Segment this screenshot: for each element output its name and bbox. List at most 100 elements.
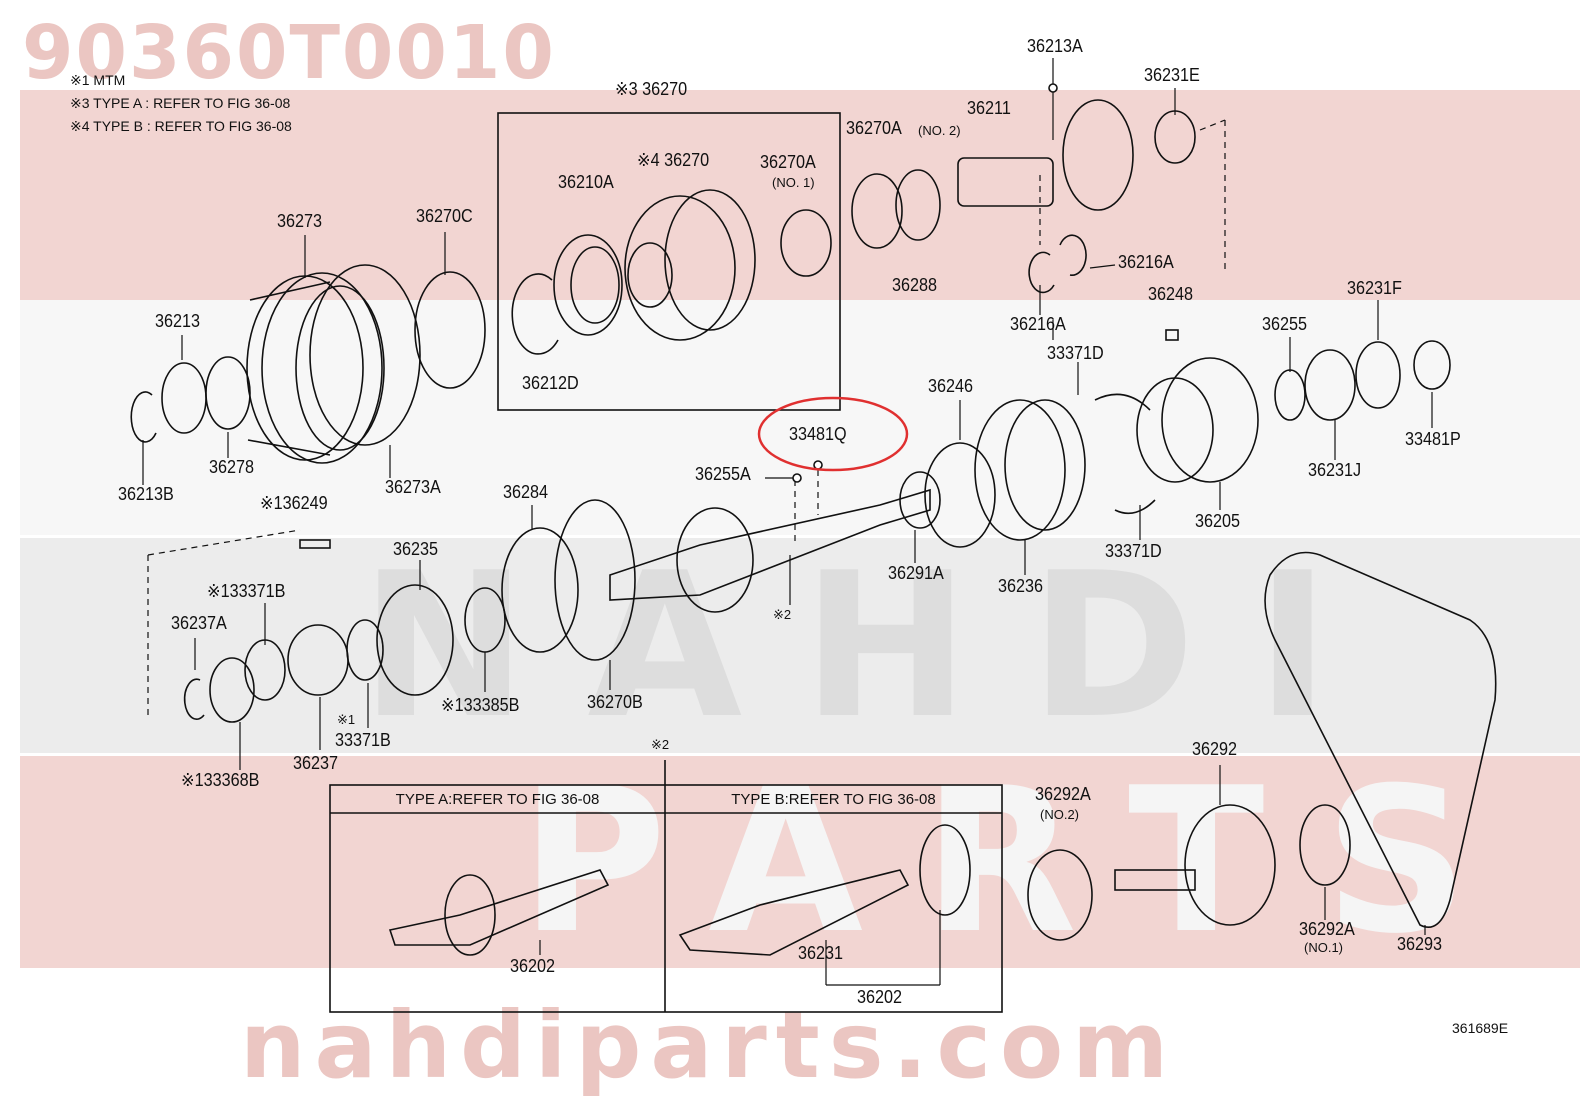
- part-36270C-ring: [309, 264, 421, 446]
- part-36273: [246, 272, 385, 464]
- shaft-gear: [676, 507, 754, 613]
- label-33371B-top: ※133371B: [207, 581, 286, 601]
- label-36284: 36284: [503, 482, 549, 502]
- label-36237A: 36237A: [171, 613, 227, 633]
- part-36213B: [130, 391, 157, 443]
- inset-type-a-title: TYPE A:REFER TO FIG 36-08: [395, 791, 600, 808]
- label-36202-a: 36202: [510, 956, 556, 976]
- label-36255A: 36255A: [695, 464, 751, 484]
- label-33371B-mark: ※1: [337, 712, 356, 727]
- label-36235: 36235: [393, 539, 439, 559]
- site-watermark: nahdiparts.com: [240, 992, 1178, 1099]
- watermark-band-top: [20, 90, 1580, 300]
- label-36270-inner: ※4 36270: [637, 150, 710, 170]
- label-36248: 36248: [1148, 284, 1194, 304]
- part-33371B-snap: [244, 639, 286, 701]
- label-36202-b: 36202: [857, 987, 903, 1007]
- part-36231F: [1355, 341, 1401, 409]
- part-33385B: [464, 587, 506, 653]
- label-36270-top: ※3 36270: [615, 79, 688, 99]
- part-36270B: [554, 499, 636, 661]
- part-36231E: [1154, 110, 1196, 164]
- part-36216A-left: [1028, 251, 1055, 294]
- inset-a-shaft: [388, 869, 610, 946]
- label-36231: 36231: [798, 943, 844, 963]
- label-33368B: ※133368B: [181, 770, 260, 790]
- watermark-band-grey-2: [20, 538, 1580, 753]
- inset-type-b-title: TYPE B:REFER TO FIG 36-08: [731, 791, 936, 808]
- label-36293: 36293: [1397, 934, 1443, 954]
- part-36213: [161, 362, 207, 434]
- label-36270A-no1-note: (NO. 1): [772, 175, 815, 190]
- label-mark2-inset: ※2: [651, 737, 670, 752]
- label-36270B: 36270B: [587, 692, 643, 712]
- label-36292A-no1-note: (NO.1): [1304, 940, 1343, 955]
- part-36212D: [511, 273, 559, 355]
- part-36249: [299, 539, 331, 549]
- part-36211-shaft: [957, 157, 1054, 207]
- part-36278: [205, 356, 251, 430]
- label-36216A-right: 36216A: [1118, 252, 1174, 272]
- label-36237: 36237: [293, 753, 339, 773]
- part-36210A: [553, 234, 623, 336]
- label-36273: 36273: [277, 211, 323, 231]
- label-36291A: 36291A: [888, 563, 944, 583]
- label-33371B-bottom: 33371B: [335, 730, 391, 750]
- label-36292: 36292: [1192, 739, 1238, 759]
- label-36270A-no1: 36270A: [760, 152, 816, 172]
- part-36292: [1184, 804, 1276, 926]
- part-36231J: [1304, 349, 1356, 421]
- watermark-brand-latin2: PARTS: [520, 745, 1529, 978]
- part-36248: [1165, 329, 1179, 341]
- label-33371D-top: 33371D: [1047, 343, 1104, 363]
- label-36231J: 36231J: [1308, 460, 1362, 480]
- part-36292A-no1: [1299, 804, 1351, 886]
- highlight-circle-33481Q: [757, 396, 909, 472]
- label-36270A-no2: 36270A: [846, 118, 902, 138]
- label-36231F: 36231F: [1347, 278, 1402, 298]
- label-36213B: 36213B: [118, 484, 174, 504]
- figure-id: 361689E: [1452, 1020, 1509, 1036]
- part-36270A-no2: [851, 173, 903, 249]
- label-36292A-no2-note: (NO.2): [1040, 807, 1079, 822]
- label-36288: 36288: [892, 275, 938, 295]
- label-33385B: ※133385B: [441, 695, 520, 715]
- part-36284: [501, 527, 579, 653]
- label-36212D: 36212D: [522, 373, 579, 393]
- label-36292A-no2: 36292A: [1035, 784, 1091, 804]
- inset-b-shaft: [678, 869, 910, 956]
- label-36213: 36213: [155, 311, 201, 331]
- part-36216A-right: [1059, 234, 1087, 276]
- label-36205: 36205: [1195, 511, 1241, 531]
- part-36235: [376, 584, 454, 696]
- label-36270C: 36270C: [416, 206, 473, 226]
- part-36255: [1274, 369, 1306, 421]
- part-36237A: [183, 678, 205, 720]
- part-36293-belt: [1264, 551, 1497, 928]
- label-36249: ※136249: [260, 493, 328, 513]
- part-33371D-bottom: [1114, 499, 1156, 515]
- watermark-band-bottom: [20, 756, 1580, 968]
- part-33481P: [1413, 340, 1451, 390]
- label-36273A: 36273A: [385, 477, 441, 497]
- part-36270C-snap: [414, 271, 486, 389]
- part-36292-shaft: [1114, 869, 1196, 891]
- part-36205: [1136, 377, 1214, 483]
- part-36291A: [899, 471, 941, 529]
- note-4: ※4 TYPE B : REFER TO FIG 36-08: [70, 118, 292, 134]
- part-36237: [287, 624, 349, 696]
- watermark-brand-latin: NAHDI: [360, 530, 1390, 763]
- part-36288: [895, 169, 941, 241]
- label-33481P: 33481P: [1405, 429, 1461, 449]
- group-box-36270: [497, 112, 841, 411]
- label-36270A-no2-note: (NO. 2): [918, 123, 961, 138]
- part-33371D-top: [1094, 393, 1151, 411]
- part-number-watermark: 90360T0010: [22, 10, 556, 96]
- part-36246: [924, 442, 996, 548]
- part-36236: [974, 399, 1066, 541]
- label-36278: 36278: [209, 457, 255, 477]
- label-mark2-shaft: ※2: [773, 607, 792, 622]
- label-36255: 36255: [1262, 314, 1308, 334]
- part-36270-carrier: [624, 195, 736, 341]
